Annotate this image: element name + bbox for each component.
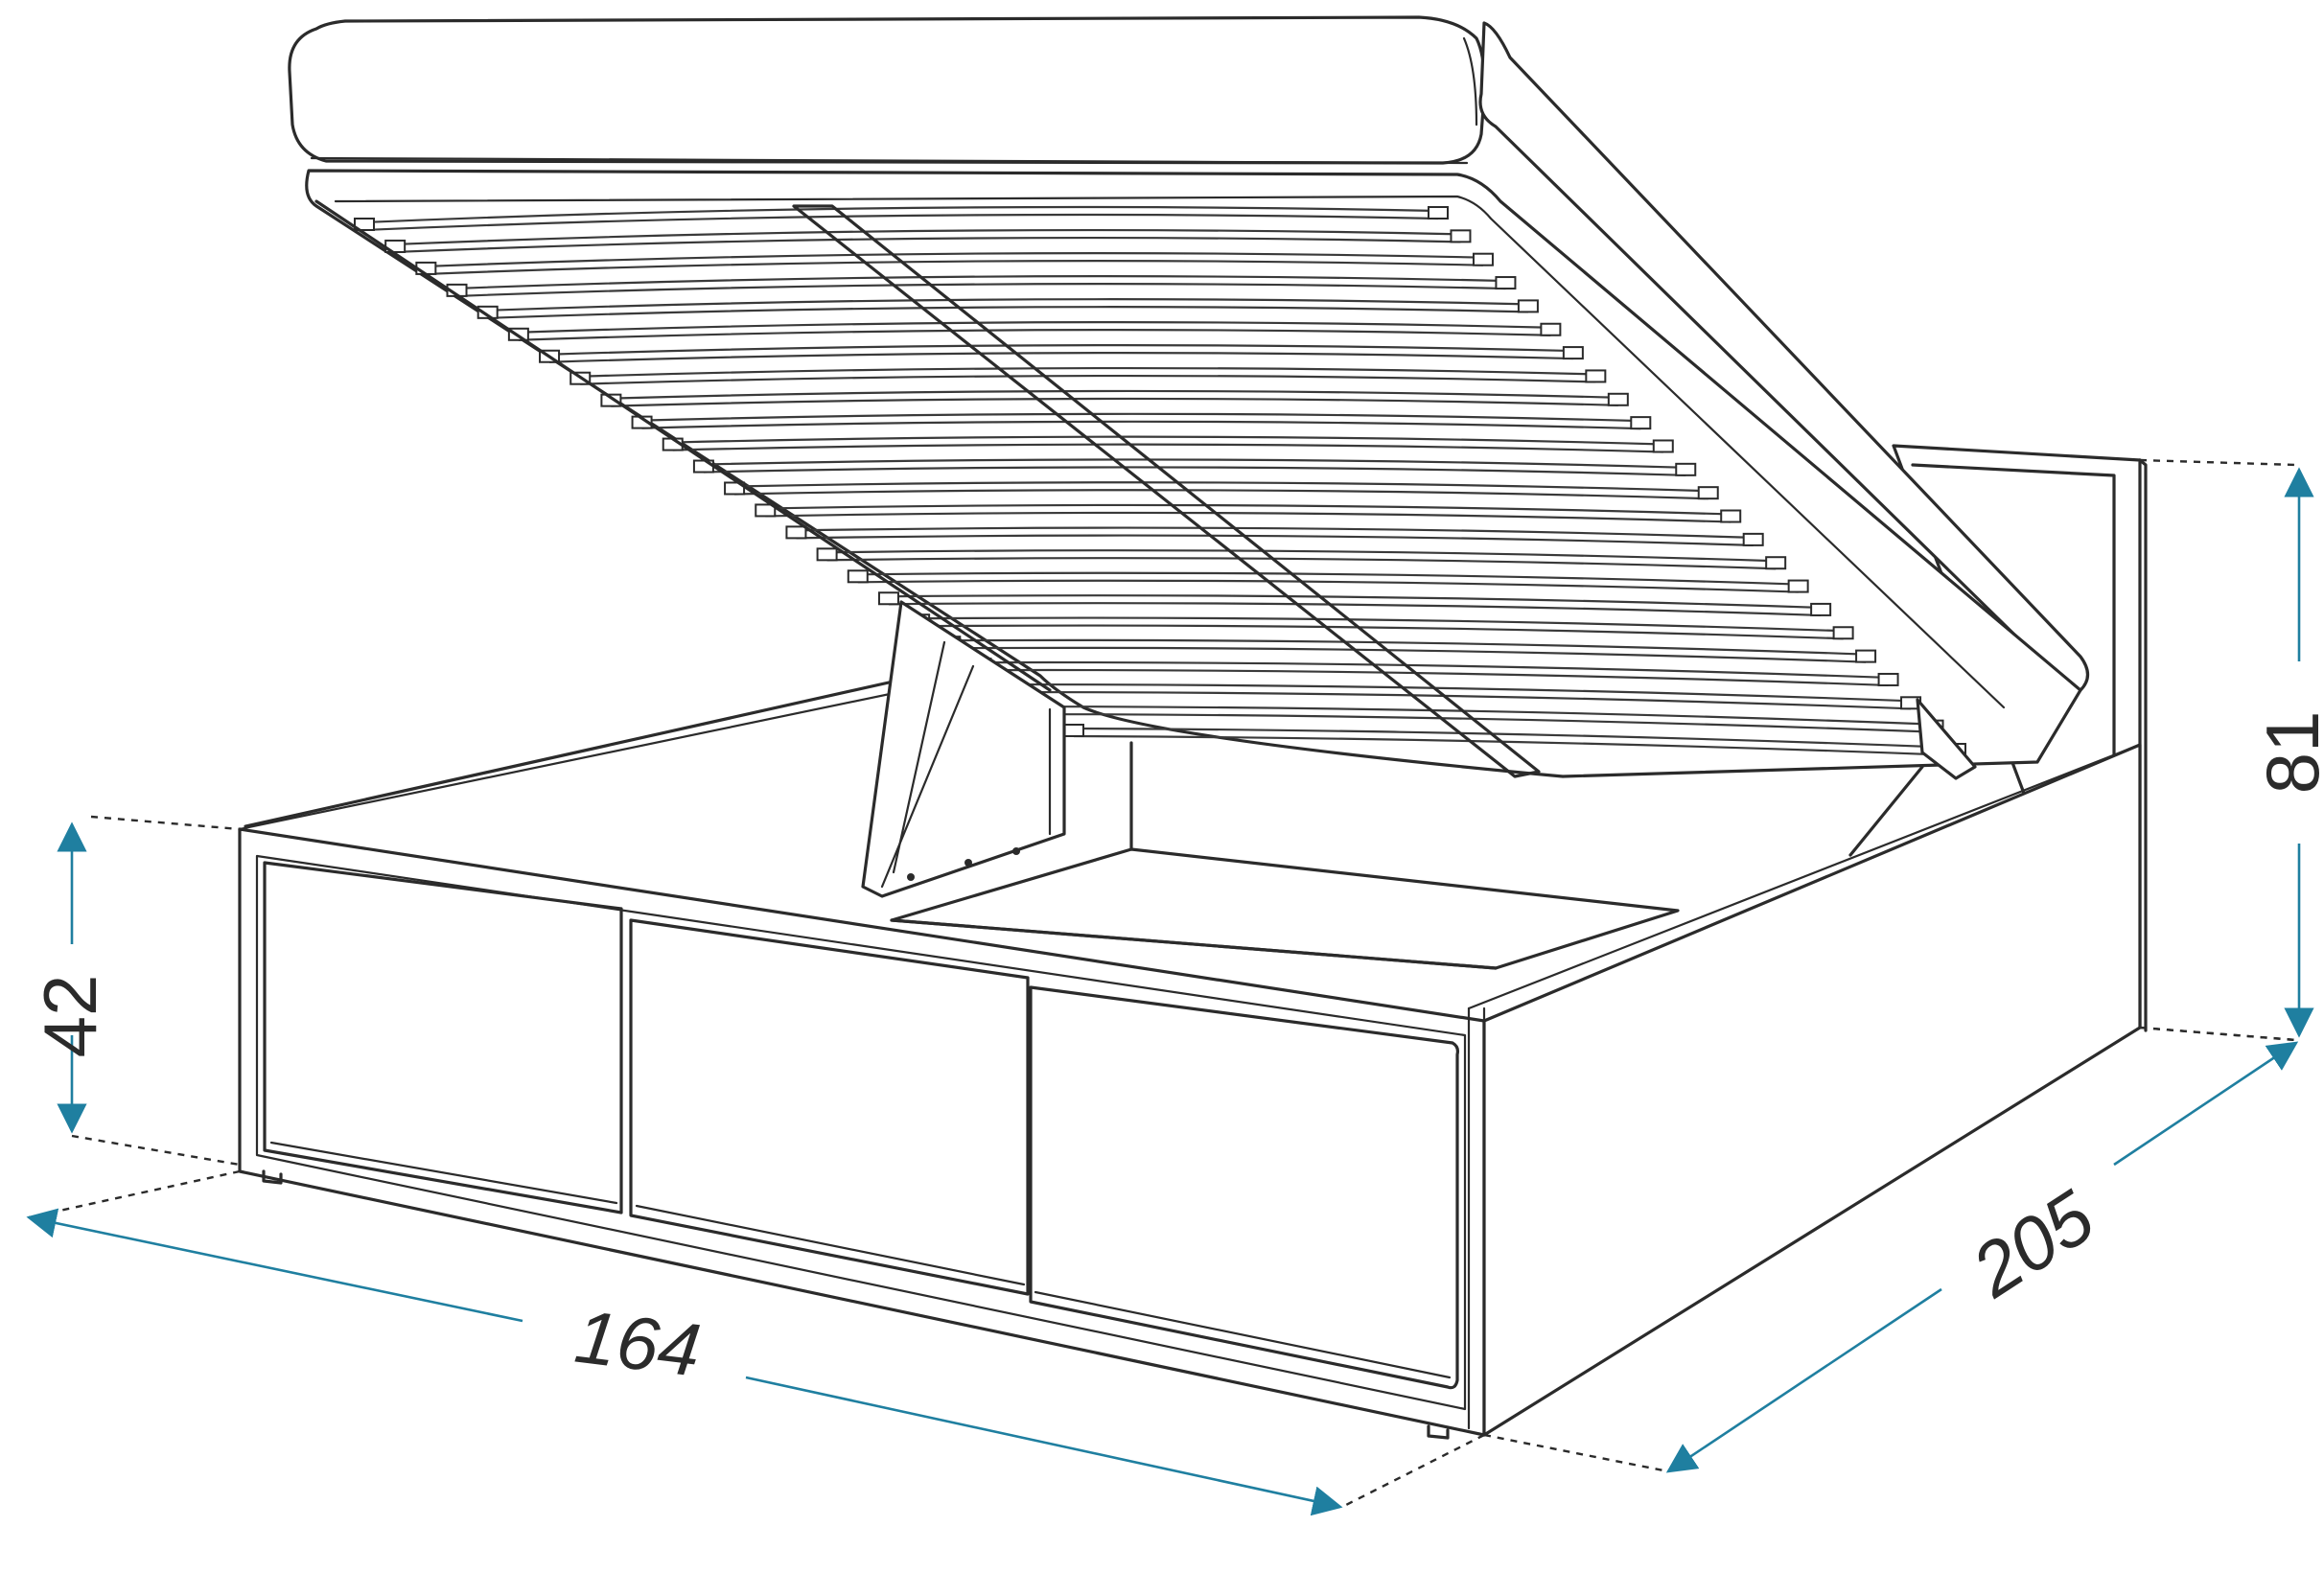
front-panel-right xyxy=(1029,985,1460,1390)
slat-edge xyxy=(919,624,1844,640)
slat-edge xyxy=(426,260,1483,276)
slat xyxy=(981,660,1889,680)
slat-holder xyxy=(1877,672,1899,686)
slat-holder xyxy=(600,393,622,407)
slat-edge xyxy=(796,534,1754,546)
slat-holder xyxy=(1855,649,1877,663)
slat-edge xyxy=(456,283,1506,297)
front-panel-left xyxy=(263,861,623,1214)
slat-edge xyxy=(826,557,1777,570)
slat-edge xyxy=(487,306,1528,319)
slat xyxy=(1042,705,1934,726)
dimension-label-height-frame: 42 xyxy=(28,975,112,1058)
slat-holder xyxy=(1787,579,1809,593)
slat xyxy=(765,503,1731,516)
slat-holder xyxy=(1607,392,1629,406)
slat xyxy=(456,275,1506,289)
slat xyxy=(734,481,1708,493)
slat-holder xyxy=(476,305,499,319)
slat-edge xyxy=(580,374,1596,385)
slat-edge xyxy=(1011,690,1912,710)
slat-holder xyxy=(1832,626,1854,640)
slat-edge xyxy=(734,489,1708,500)
slat-edge xyxy=(765,511,1731,523)
slat xyxy=(888,594,1822,610)
slat xyxy=(703,458,1686,469)
slat-holder xyxy=(847,569,869,584)
slat xyxy=(1073,727,1957,750)
slat-holder xyxy=(1765,556,1787,570)
slat xyxy=(363,205,1439,224)
slat-holder xyxy=(1697,486,1719,500)
slat-edge xyxy=(611,397,1618,407)
slat-holder xyxy=(1517,299,1539,313)
front-panel-center xyxy=(629,918,1030,1296)
slat-holder xyxy=(1540,322,1562,336)
slat-edge xyxy=(549,352,1573,363)
slat-holder xyxy=(1675,462,1697,476)
slat-holder xyxy=(816,547,838,562)
slat-holder xyxy=(1720,509,1742,523)
slat xyxy=(518,321,1551,334)
slat xyxy=(796,526,1754,539)
slat-holder xyxy=(755,503,777,518)
slat-holder xyxy=(1742,532,1764,546)
slat-holder xyxy=(1063,724,1084,737)
dimension-lines xyxy=(26,458,2314,1516)
slat-holder xyxy=(354,218,375,231)
slat-holder xyxy=(1652,439,1674,453)
slat xyxy=(826,549,1777,563)
slat xyxy=(1011,682,1912,703)
slat-edge xyxy=(1042,712,1934,733)
slat-edge xyxy=(857,579,1799,593)
slat-edge xyxy=(641,420,1641,430)
slat xyxy=(426,252,1483,268)
slat-holder xyxy=(1495,276,1517,290)
slat-holder xyxy=(1562,346,1584,360)
dimension-label-length: 205 xyxy=(1957,1174,2108,1314)
center-support-bar xyxy=(792,204,1541,778)
slat-edge xyxy=(1073,734,1957,757)
slat xyxy=(580,366,1596,378)
slat xyxy=(950,638,1867,656)
slat-edge xyxy=(888,602,1822,617)
mattress xyxy=(288,15,1486,165)
slat xyxy=(919,616,1844,633)
slat xyxy=(672,435,1663,446)
slat xyxy=(549,344,1573,356)
slat xyxy=(487,298,1528,312)
bed-frame xyxy=(238,677,2142,1440)
slat-edge xyxy=(672,443,1663,453)
gas-lift-left xyxy=(861,600,1066,898)
slat-holder xyxy=(1450,229,1472,243)
slat-edge xyxy=(395,236,1461,254)
slat-edge xyxy=(703,466,1686,476)
slat-holder xyxy=(1810,602,1832,616)
slat-holder xyxy=(1585,369,1607,383)
slat-holder xyxy=(1428,206,1449,220)
dimension-label-width: 164 xyxy=(570,1294,705,1393)
slat-edge xyxy=(518,329,1551,341)
slat xyxy=(395,228,1461,246)
slat-holder xyxy=(785,525,807,540)
storage-interior xyxy=(244,677,1924,970)
slat-holder xyxy=(1630,416,1652,430)
slat-edge xyxy=(981,668,1889,687)
slat xyxy=(857,571,1799,586)
slat-holder xyxy=(724,481,746,496)
slat-edge xyxy=(363,213,1439,232)
slat-holder xyxy=(1472,252,1494,266)
slat-holder xyxy=(877,591,899,606)
gas-lift-right xyxy=(1916,698,1977,780)
slat xyxy=(641,412,1641,423)
slat xyxy=(611,389,1618,400)
lifted-base xyxy=(288,15,2090,898)
dimension-label-height-headboard: 81 xyxy=(2250,711,2324,795)
slat-edge xyxy=(950,646,1867,663)
